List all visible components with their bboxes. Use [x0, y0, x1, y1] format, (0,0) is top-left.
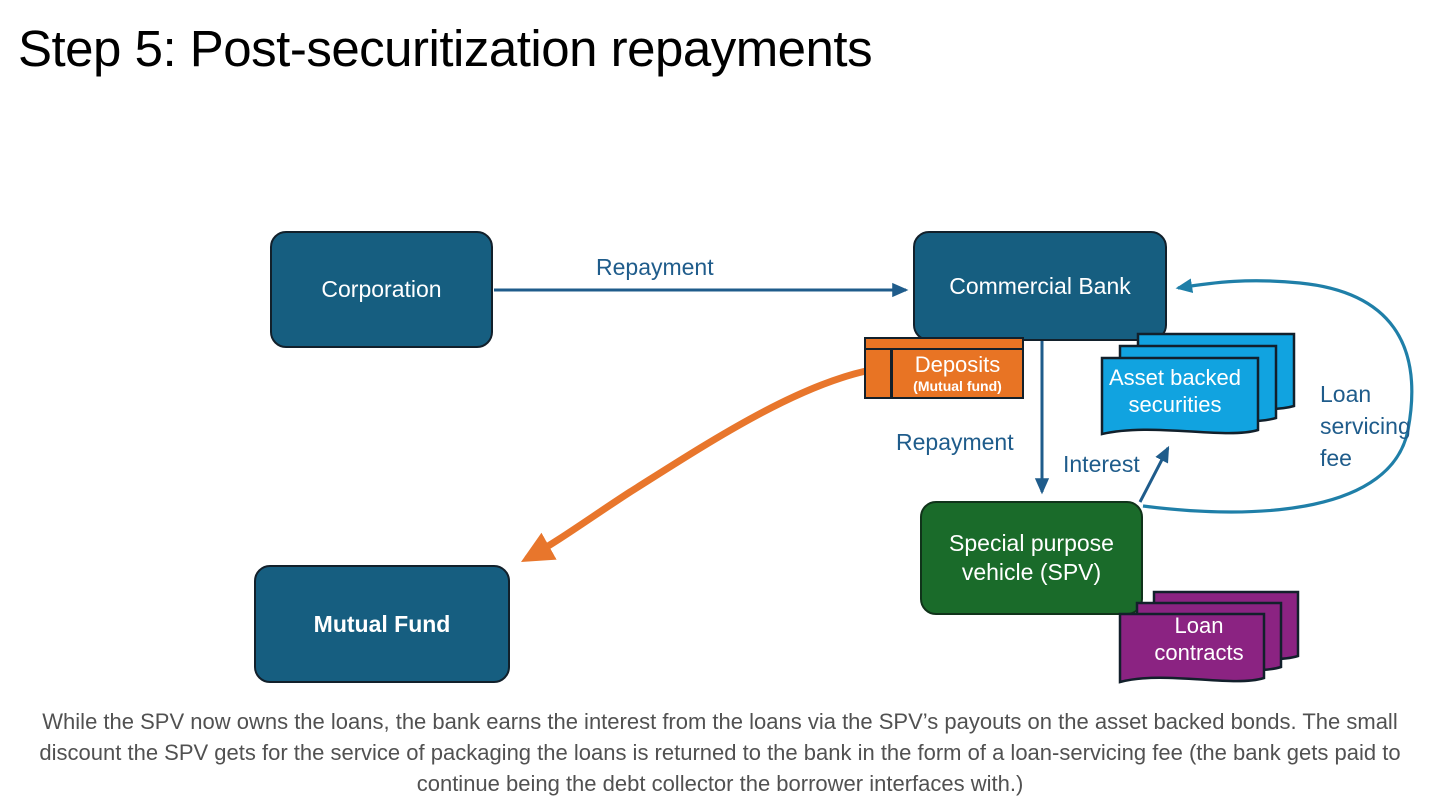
edge-label-loan-servicing-fee: Loan servicing fee: [1320, 378, 1420, 474]
edge-label-interest: Interest: [1063, 451, 1140, 477]
loan-fee-line1: Loan: [1320, 381, 1372, 407]
document-sheet-1: [1118, 612, 1266, 684]
loan-fee-line2: servicing: [1320, 413, 1411, 439]
node-corporation-label: Corporation: [321, 276, 442, 302]
page-title: Step 5: Post-securitization repayments: [18, 20, 873, 77]
edge-label-repayment-bank-to-spv: Repayment: [896, 429, 1014, 455]
deposits-column-divider: [890, 350, 893, 397]
node-deposits-sublabel: (Mutual fund): [913, 378, 1002, 394]
deposits-body: Deposits (Mutual fund): [893, 350, 1022, 397]
node-loan-contracts[interactable]: Loan contracts: [1118, 590, 1300, 690]
loan-contracts-shapes: [1118, 590, 1300, 684]
slide-caption: While the SPV now owns the loans, the ba…: [39, 709, 1401, 796]
node-spv-label-line2: vehicle (SPV): [961, 559, 1102, 585]
loan-fee-line3: fee: [1320, 445, 1352, 471]
node-deposits-label: Deposits: [914, 352, 1001, 377]
node-deposits[interactable]: Deposits (Mutual fund): [864, 337, 1024, 399]
node-commercial-bank[interactable]: Commercial Bank: [913, 231, 1167, 341]
deposits-header-bar: [866, 339, 1022, 350]
node-spv-label: Special purpose vehicle (SPV): [939, 529, 1124, 587]
node-special-purpose-vehicle[interactable]: Special purpose vehicle (SPV): [920, 501, 1143, 615]
edge-label-repayment-corp-to-bank: Repayment: [596, 254, 714, 280]
node-commercial-bank-label: Commercial Bank: [949, 272, 1131, 299]
node-spv-label-line1: Special purpose: [949, 530, 1114, 556]
node-asset-backed-securities[interactable]: Asset backed securities: [1100, 332, 1296, 447]
edge-deposits-to-mutual-fund: [520, 367, 870, 562]
edge-interest-spv-to-abs: [1138, 445, 1170, 503]
document-sheet-1: [1100, 356, 1260, 436]
node-mutual-fund-label: Mutual Fund: [313, 610, 451, 637]
node-corporation[interactable]: Corporation: [270, 231, 493, 348]
asset-backed-securities-shapes: [1100, 332, 1296, 436]
node-mutual-fund[interactable]: Mutual Fund: [254, 565, 510, 683]
